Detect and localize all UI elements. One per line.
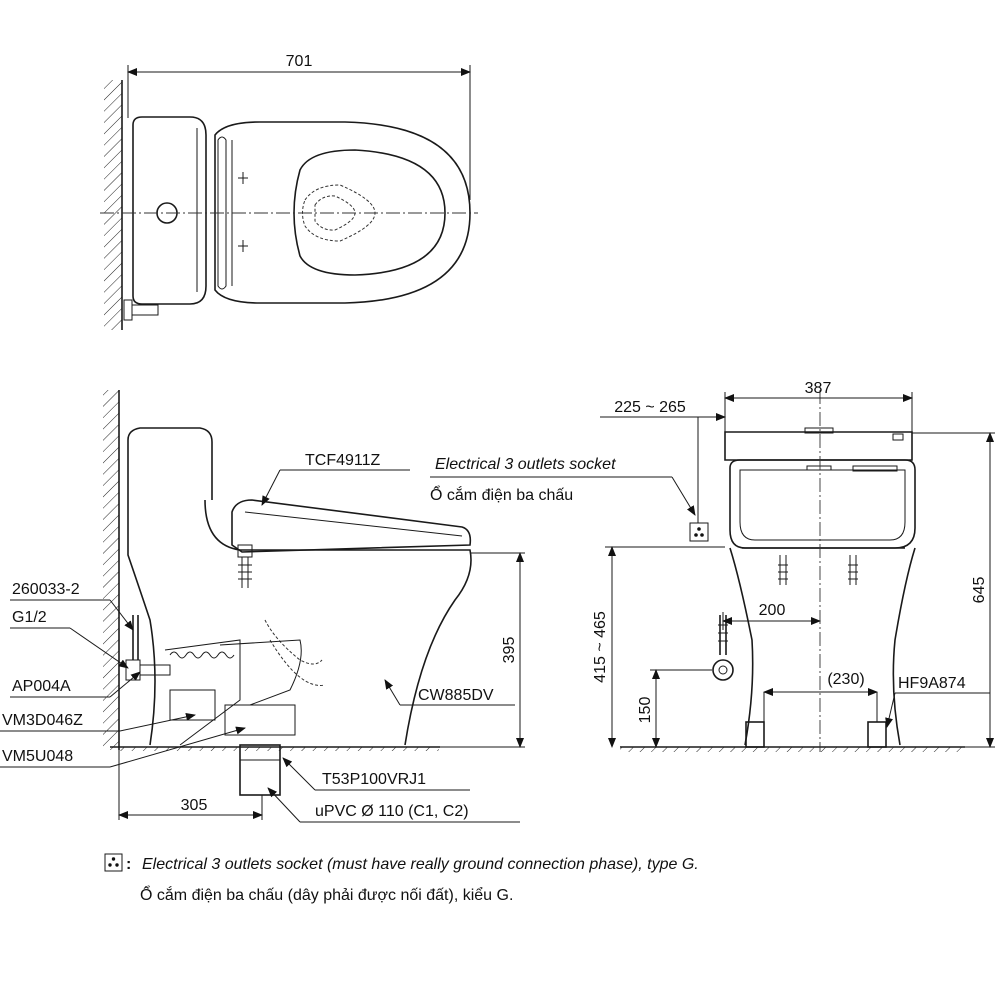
top-width-dimension: 701 (286, 53, 313, 70)
footnote-en: Electrical 3 outlets socket (must have r… (142, 856, 699, 873)
socket-icon (689, 522, 709, 542)
socket-label-vi: Ổ cắm điện ba chấu (430, 485, 573, 504)
front-bolt-spacing-dimension: (230) (827, 671, 864, 688)
front-socket-height-dimension: 415 ~ 465 (592, 611, 609, 683)
footnote: : Electrical 3 outlets socket (must have… (104, 853, 699, 904)
front-seat-panel (729, 459, 916, 549)
side-bowl-body (204, 499, 472, 746)
socket-callout: Electrical 3 outlets socket Ổ cắm điện b… (430, 456, 709, 542)
part-label-adapter: T53P100VRJ1 (322, 771, 426, 788)
side-view: 395 305 TCF4911Z CW885DV 260033-2 G1/2 A… (0, 390, 525, 823)
socket-label-en: Electrical 3 outlets socket (435, 456, 616, 473)
part-label-flange-b: VM5U048 (2, 748, 73, 765)
front-height-dimension: 645 (971, 577, 988, 604)
part-label-pipe: uPVC Ø 110 (C1, C2) (315, 803, 469, 820)
front-view: 387 225 ~ 265 645 415 ~ 465 150 200 (230… (592, 380, 995, 752)
side-wall-hatch (103, 390, 119, 750)
part-label-hose: 260033-2 (12, 581, 80, 598)
side-outlet-pipe (239, 744, 281, 796)
front-socket-offset-dimension: 225 ~ 265 (614, 399, 686, 416)
front-width-dimension: 387 (805, 380, 832, 397)
footnote-colon: : (126, 856, 131, 873)
part-label-flange-a: VM3D046Z (2, 712, 83, 729)
top-seat-outline (214, 121, 471, 304)
part-label-seat: TCF4911Z (305, 452, 381, 469)
front-valve-height-dimension: 150 (637, 697, 654, 724)
top-bowl-opening (293, 149, 446, 276)
part-label-valve: AP004A (12, 678, 71, 695)
top-tank-outline (132, 116, 207, 305)
part-label-bolt: HF9A874 (898, 675, 966, 692)
front-valve-offset-dimension: 200 (759, 602, 786, 619)
side-depth-dimension: 305 (181, 797, 208, 814)
socket-icon (104, 853, 123, 872)
side-seat (231, 499, 472, 553)
top-view: 701 (100, 53, 478, 330)
side-tank (127, 427, 213, 500)
footnote-vi: Ổ cắm điện ba chấu (dây phải được nối đấ… (140, 885, 513, 904)
part-label-thread: G1/2 (12, 609, 47, 626)
front-seat-top (724, 431, 913, 461)
side-height-dimension: 395 (501, 637, 518, 664)
part-label-bowl: CW885DV (418, 687, 494, 704)
top-wall-hatch (104, 80, 122, 330)
